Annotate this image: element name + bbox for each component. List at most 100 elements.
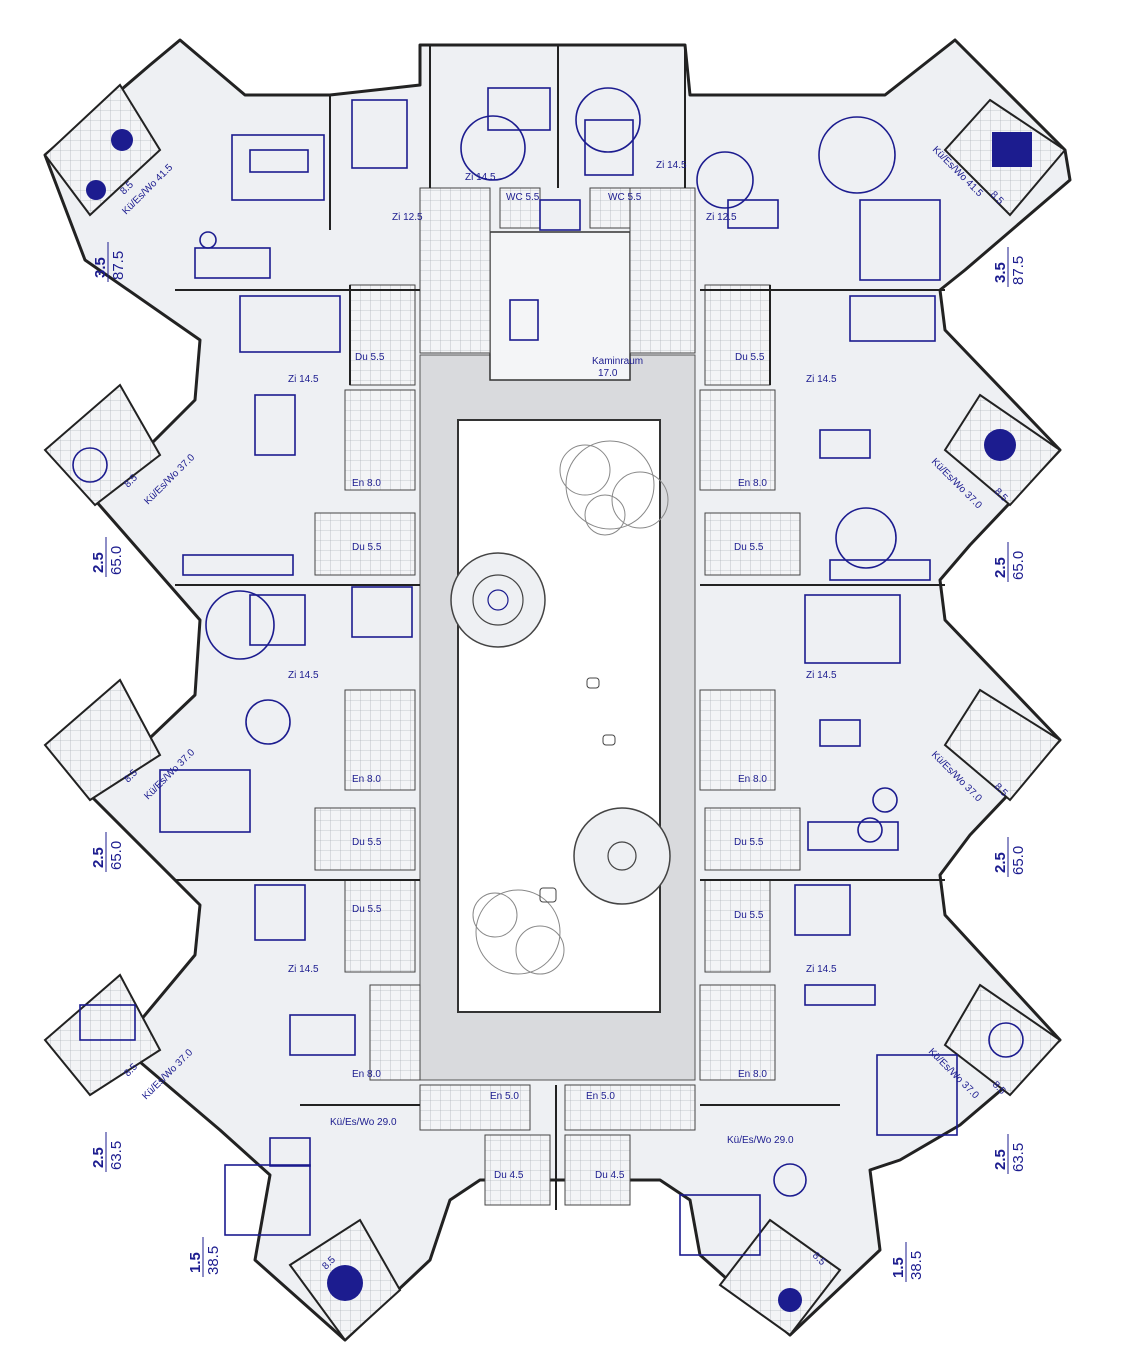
balcony-e4 xyxy=(943,983,1062,1097)
label-du-w2: Du 5.5 xyxy=(352,542,382,553)
entry-e4 xyxy=(699,984,776,1081)
bath-e2 xyxy=(704,512,801,576)
pavilion-inner xyxy=(472,574,524,626)
svg-text:2.5: 2.5 xyxy=(90,552,107,573)
courtyard-stone-1 xyxy=(586,677,600,689)
courtyard-tree-north xyxy=(559,440,669,536)
label-du-e1: Du 5.5 xyxy=(735,352,765,363)
label-en-w4: En 8.0 xyxy=(352,1069,381,1080)
entry-w3 xyxy=(344,689,416,791)
balcony-w2 xyxy=(43,383,162,507)
label-du-e4: Du 5.5 xyxy=(734,910,764,921)
unit-labels: 3.5 87.5 3.5 87.5 2.5 65.0 2.5 65.0 2.5 … xyxy=(90,242,1027,1282)
label-du-e2: Du 5.5 xyxy=(734,542,764,553)
label-en-e4: En 8.0 xyxy=(738,1069,767,1080)
east-entrance-hall xyxy=(629,187,696,354)
unit-label-w4: 2.5 63.5 xyxy=(90,1132,125,1172)
wc-east xyxy=(589,187,631,229)
label-en-w2: En 8.0 xyxy=(352,478,381,489)
svg-text:87.5: 87.5 xyxy=(110,251,127,280)
wc-west xyxy=(499,187,541,229)
svg-text:65.0: 65.0 xyxy=(108,546,125,575)
label-zi-w1: Zi 14.5 xyxy=(288,374,319,385)
internal-walls xyxy=(175,45,945,1210)
svg-text:38.5: 38.5 xyxy=(908,1251,925,1280)
label-zi-e3: Zi 14.5 xyxy=(806,670,837,681)
label-kaminraum-area: 17.0 xyxy=(598,368,618,379)
unit-label-e3: 2.5 65.0 xyxy=(992,837,1027,877)
bath-w1 xyxy=(349,284,416,386)
bath-sw xyxy=(484,1134,551,1206)
label-wc-e: WC 5.5 xyxy=(608,192,642,203)
svg-text:2.5: 2.5 xyxy=(992,557,1009,578)
svg-text:63.5: 63.5 xyxy=(1010,1143,1027,1172)
unit-label-e4: 2.5 63.5 xyxy=(992,1134,1027,1174)
svg-text:65.0: 65.0 xyxy=(108,841,125,870)
label-en-sw: En 5.0 xyxy=(490,1091,519,1102)
courtyard-tree-south xyxy=(472,889,565,975)
balcony-w4 xyxy=(43,973,162,1097)
spiral-stair xyxy=(573,807,671,905)
svg-text:2.5: 2.5 xyxy=(992,1149,1009,1170)
label-wc-w: WC 5.5 xyxy=(506,192,540,203)
label-en-e3: En 8.0 xyxy=(738,774,767,785)
bath-w4 xyxy=(344,879,416,973)
balcony-nw xyxy=(43,83,162,217)
courtyard xyxy=(457,419,661,1013)
fireplace-room xyxy=(489,231,631,381)
balcony-se xyxy=(718,1218,842,1337)
label-zi-w4: Zi 14.5 xyxy=(288,964,319,975)
svg-text:2.5: 2.5 xyxy=(90,1147,107,1168)
bath-w3 xyxy=(314,807,416,871)
label-zi-e4: Zi 14.5 xyxy=(806,964,837,975)
label-zi-e1: Zi 14.5 xyxy=(806,374,837,385)
svg-text:65.0: 65.0 xyxy=(1010,846,1027,875)
unit-label-w2: 2.5 65.0 xyxy=(90,537,125,577)
label-zi-top-e: Zi 14.5 xyxy=(656,160,687,171)
spiral-stair-core xyxy=(607,841,637,871)
west-entrance-hall xyxy=(419,187,491,354)
unit-label-se: 1.5 38.5 xyxy=(890,1242,925,1282)
entry-w4 xyxy=(369,984,421,1081)
bath-e4 xyxy=(704,879,771,973)
svg-text:87.5: 87.5 xyxy=(1010,256,1027,285)
balcony-e3 xyxy=(943,688,1062,802)
label-en-e2: En 8.0 xyxy=(738,478,767,489)
label-en-w3: En 8.0 xyxy=(352,774,381,785)
svg-text:2.5: 2.5 xyxy=(90,847,107,868)
svg-text:2.5: 2.5 xyxy=(992,852,1009,873)
unit-label-e2: 2.5 65.0 xyxy=(992,542,1027,582)
label-zi-top-w: Zi 14.5 xyxy=(465,172,496,183)
label-du-w1: Du 5.5 xyxy=(355,352,385,363)
entry-w2 xyxy=(344,389,416,491)
unit-label-w3: 2.5 65.0 xyxy=(90,832,125,872)
bath-e3 xyxy=(704,807,801,871)
label-zi-ne: Zi 12.5 xyxy=(706,212,737,223)
balcony-w3 xyxy=(43,678,162,802)
courtyard-stone-2 xyxy=(602,734,616,746)
label-du-se: Du 4.5 xyxy=(595,1170,625,1181)
furniture xyxy=(72,87,1032,1312)
svg-text:3.5: 3.5 xyxy=(992,262,1009,283)
label-kaminraum: Kaminraum xyxy=(592,356,643,367)
unit-label-nw: 3.5 87.5 xyxy=(92,242,127,282)
entry-e2 xyxy=(699,389,776,491)
label-du-sw: Du 4.5 xyxy=(494,1170,524,1181)
courtyard-stone-3 xyxy=(539,887,557,903)
svg-text:65.0: 65.0 xyxy=(1010,551,1027,580)
bath-e1 xyxy=(704,284,771,386)
label-du-w3: Du 5.5 xyxy=(352,837,382,848)
round-pavilion xyxy=(450,552,546,648)
label-du-w4: Du 5.5 xyxy=(352,904,382,915)
svg-text:1.5: 1.5 xyxy=(890,1257,907,1278)
label-zi-nw: Zi 12.5 xyxy=(392,212,423,223)
label-du-e3: Du 5.5 xyxy=(734,837,764,848)
entry-se xyxy=(564,1084,696,1131)
pavilion-table xyxy=(487,589,509,611)
bath-w2 xyxy=(314,512,416,576)
svg-text:38.5: 38.5 xyxy=(205,1246,222,1275)
unit-label-ne: 3.5 87.5 xyxy=(992,247,1027,287)
entry-e3 xyxy=(699,689,776,791)
svg-text:3.5: 3.5 xyxy=(92,257,109,278)
